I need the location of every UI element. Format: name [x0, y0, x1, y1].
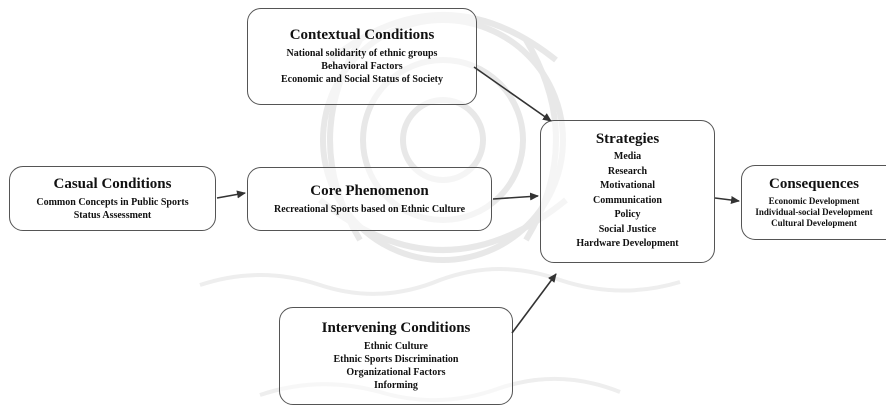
- node-item: Ethnic Sports Discrimination: [333, 354, 459, 365]
- node-item: Research: [607, 165, 648, 177]
- node-item: Ethnic Culture: [363, 341, 428, 352]
- node-item: Social Justice: [598, 223, 657, 235]
- intervening-conditions-title: Intervening Conditions: [321, 320, 471, 336]
- node-item: Cultural Development: [771, 218, 857, 228]
- node-item: Organizational Factors: [346, 367, 446, 378]
- arrow-core-to-strategies: [492, 192, 539, 201]
- node-item: Status Assessment: [73, 209, 152, 221]
- node-item: Media: [613, 151, 642, 163]
- node-item: Informing: [374, 380, 418, 391]
- arrow-intervening-to-strategies: [511, 273, 557, 334]
- contextual-conditions-title: Contextual Conditions: [289, 27, 435, 43]
- node-item: Policy: [614, 209, 641, 221]
- node-item: Recreational Sports based on Ethnic Cult…: [273, 203, 466, 215]
- node-item: Individual-social Development: [755, 207, 873, 217]
- core-phenomenon-box: Core Phenomenon Recreational Sports base…: [247, 167, 492, 231]
- node-item: Behavioral Factors: [321, 61, 403, 72]
- casual-conditions-title: Casual Conditions: [53, 175, 172, 192]
- consequences-title: Consequences: [768, 176, 859, 192]
- node-item: Common Concepts in Public Sports: [36, 196, 189, 208]
- node-item: Hardware Development: [576, 238, 679, 250]
- arrow-casual-to-core: [216, 190, 246, 199]
- node-item: National solidarity of ethnic groups: [286, 48, 438, 59]
- core-phenomenon-title: Core Phenomenon: [310, 182, 429, 199]
- node-item: Economic Development: [768, 196, 860, 206]
- node-item: Economic and Social Status of Society: [281, 74, 443, 85]
- node-item: Motivational: [599, 180, 655, 192]
- core-phenomenon-items: Recreational Sports based on Ethnic Cult…: [274, 203, 465, 216]
- strategies-title: Strategies: [595, 131, 660, 148]
- node-item: Communication: [593, 194, 662, 206]
- arrow-strategies-to-consequences: [714, 196, 740, 204]
- contextual-conditions-box: Contextual Conditions National solidarit…: [247, 8, 477, 105]
- arrow-contextual-to-strategies: [473, 66, 552, 122]
- casual-conditions-box: Casual Conditions Common Concepts in Pub…: [9, 166, 216, 231]
